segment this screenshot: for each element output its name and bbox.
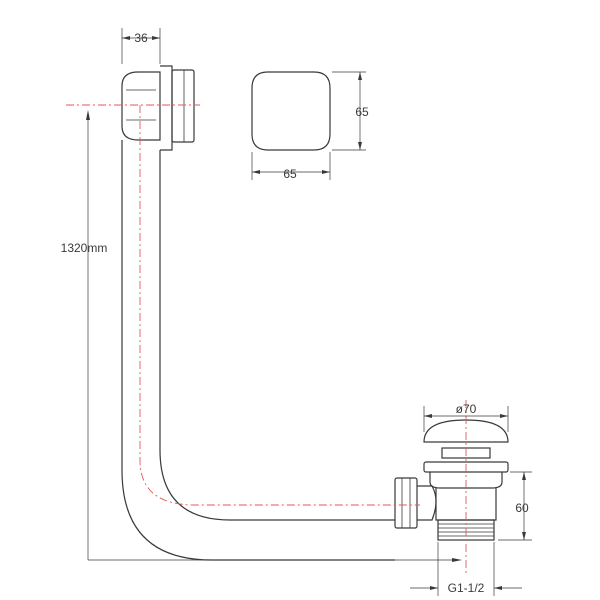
dim-plate-width: 65	[251, 152, 331, 181]
dim-waste-height: 60	[498, 471, 532, 541]
overflow-depth-label: 36	[134, 31, 148, 45]
overflow-pipe	[121, 140, 395, 561]
cover-plate	[251, 71, 331, 151]
pipe-connector-nut	[394, 477, 437, 529]
dim-waste-diameter: ø70	[423, 402, 509, 432]
dim-pipe-length: 1320mm	[61, 110, 462, 562]
dim-plate-height: 65	[332, 71, 369, 151]
dim-thread: G1-1/2	[410, 542, 522, 596]
waste-height-label: 60	[515, 501, 529, 515]
pipe-length-label: 1320mm	[61, 241, 108, 255]
overflow-head	[121, 65, 195, 151]
plate-width-label: 65	[283, 167, 297, 181]
waste-diameter-label: ø70	[456, 402, 477, 416]
centre-lines	[66, 104, 467, 574]
thread-label: G1-1/2	[448, 581, 485, 595]
dim-overflow-depth: 36	[121, 28, 161, 64]
plate-height-label: 65	[355, 105, 369, 119]
